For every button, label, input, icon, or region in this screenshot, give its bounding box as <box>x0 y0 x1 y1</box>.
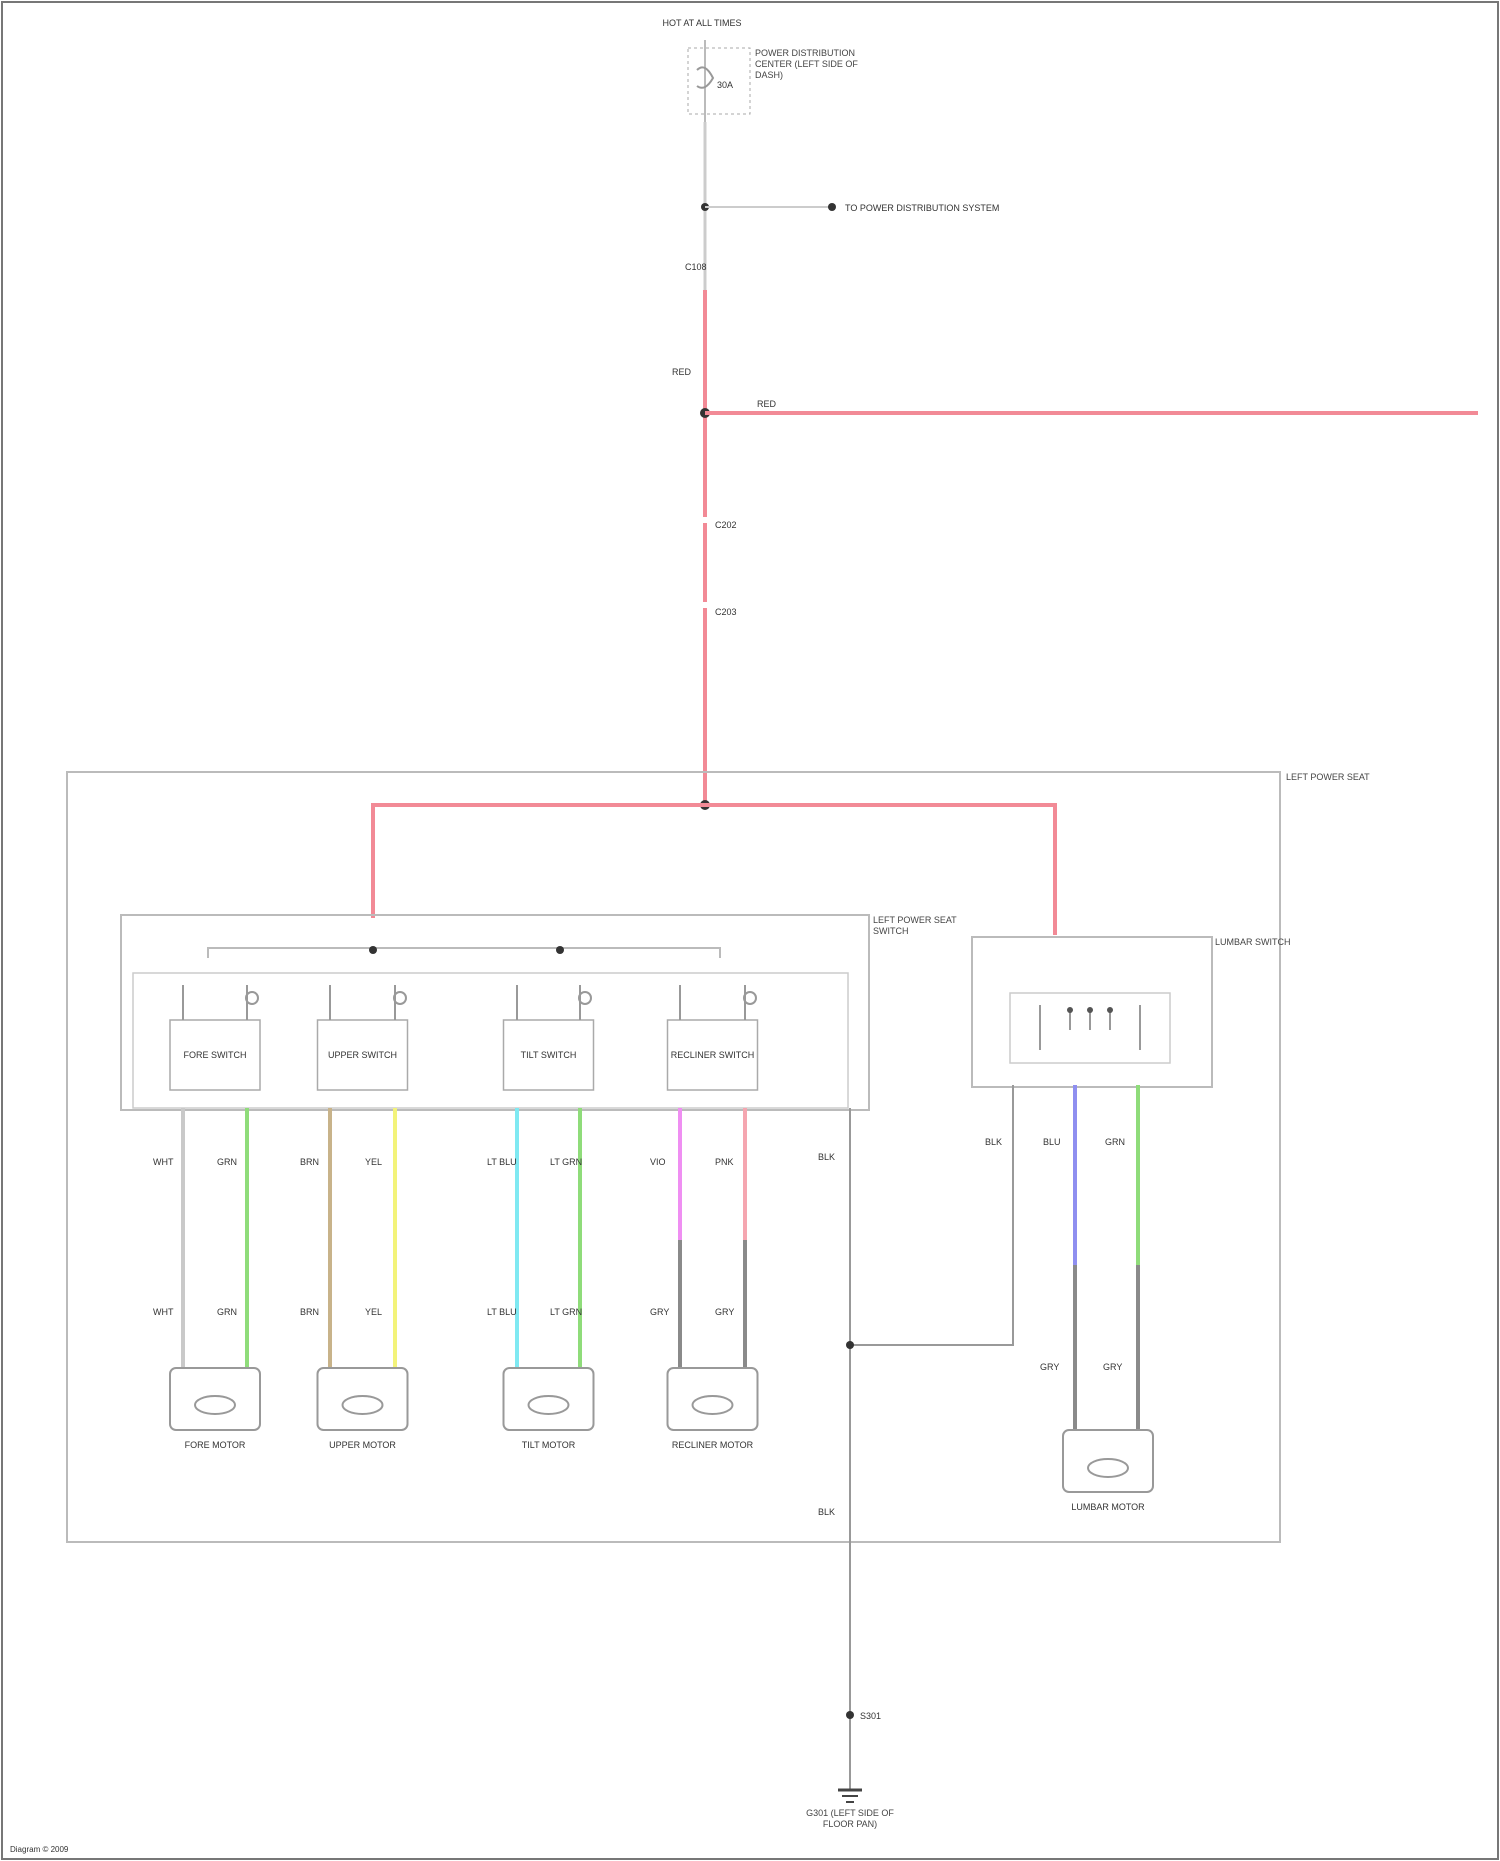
seat-motor-label: TILT MOTOR <box>522 1440 576 1450</box>
lumbar-motor <box>1063 1430 1153 1492</box>
seat-switch-caption-wrap: LEFT POWER SEAT SWITCH <box>873 915 973 975</box>
fuse-section: HOT AT ALL TIMES 30A POWER DISTRIBUTION … <box>662 18 885 122</box>
connector-a-label: C108 <box>685 262 707 272</box>
lumbar-ground-wire <box>850 1085 1013 1345</box>
switch-wire-a-label: LT BLU <box>487 1157 517 1167</box>
red-branch-label: RED <box>757 399 777 409</box>
switch-bus-splice-2 <box>556 946 564 954</box>
ground-symbol <box>838 1790 862 1802</box>
feed-to-label: TO POWER DISTRIBUTION SYSTEM <box>845 203 999 213</box>
lumbar-motor-label: LUMBAR MOTOR <box>1071 1502 1145 1512</box>
connector-b-label: C202 <box>715 520 737 530</box>
fuse-caption: HOT AT ALL TIMES <box>662 18 741 28</box>
ground-caption: G301 (LEFT SIDE OF FLOOR PAN) <box>790 1808 910 1830</box>
seat-motor-label: UPPER MOTOR <box>329 1440 396 1450</box>
lumbar-contacts <box>1040 1005 1140 1050</box>
seat-switch-caption: LEFT POWER SEAT SWITCH <box>873 915 973 937</box>
motor-wire-b-label: LT GRN <box>550 1307 582 1317</box>
switch-label: FORE SWITCH <box>184 1050 247 1060</box>
seat-motor-label: RECLINER MOTOR <box>672 1440 754 1450</box>
red-feed-label: RED <box>672 367 692 377</box>
seat-caption-wrap: LEFT POWER SEAT <box>1286 772 1376 822</box>
motor-wire-a-label: LT BLU <box>487 1307 517 1317</box>
switch-bus-splice-1 <box>369 946 377 954</box>
switch-wire-a-label: BRN <box>300 1157 319 1167</box>
switch-wire-b-label: YEL <box>365 1157 382 1167</box>
switch-wire-b-label: LT GRN <box>550 1157 582 1167</box>
connector-c-label: C203 <box>715 607 737 617</box>
lumbar-motor-wire-b-label: GRY <box>1103 1362 1122 1372</box>
seat-motor <box>170 1368 260 1430</box>
ground-caption-wrap: G301 (LEFT SIDE OF FLOOR PAN) <box>790 1808 910 1848</box>
fuse-box-caption: POWER DISTRIBUTION CENTER (LEFT SIDE OF … <box>755 48 885 81</box>
switch-wire-a-label: VIO <box>650 1157 666 1167</box>
lumbar-motor-wire-a-label: GRY <box>1040 1362 1059 1372</box>
motor-wire-a-label: BRN <box>300 1307 319 1317</box>
lumbar-wire-b-label: GRN <box>1105 1137 1125 1147</box>
switch-common-bus <box>208 948 720 958</box>
ground-wire-label-1: BLK <box>818 1152 835 1162</box>
switch-wire-b-label: GRN <box>217 1157 237 1167</box>
motor-wire-a-label: GRY <box>650 1307 669 1317</box>
switch-label: TILT SWITCH <box>521 1050 577 1060</box>
lumbar-switch-caption-wrap: LUMBAR SWITCH <box>1215 937 1295 977</box>
seat-caption: LEFT POWER SEAT <box>1286 772 1376 783</box>
seat-motor <box>668 1368 758 1430</box>
motor-wire-a-label: WHT <box>153 1307 174 1317</box>
ground-junction <box>846 1341 854 1349</box>
lumbar-ground-label: BLK <box>985 1137 1002 1147</box>
fuse-id: 30A <box>717 80 733 90</box>
footer-text: Diagram © 2009 <box>10 1845 69 1854</box>
motor-wire-b-label: GRY <box>715 1307 734 1317</box>
switch-wire-b-label: PNK <box>715 1157 734 1167</box>
lumbar-switch-caption: LUMBAR SWITCH <box>1215 937 1295 948</box>
ground-splice-label: S301 <box>860 1711 881 1721</box>
fuse-box-caption-wrap: POWER DISTRIBUTION CENTER (LEFT SIDE OF … <box>755 48 885 104</box>
switch-wire-a-label: WHT <box>153 1157 174 1167</box>
seat-motor-label: FORE MOTOR <box>185 1440 246 1450</box>
motor-wire-b-label: YEL <box>365 1307 382 1317</box>
lumbar-wire-a-label: BLU <box>1043 1137 1061 1147</box>
feed-branch-dot <box>828 203 836 211</box>
motor-wire-b-label: GRN <box>217 1307 237 1317</box>
seat-motor <box>504 1368 594 1430</box>
seat-motor <box>318 1368 408 1430</box>
ground-splice-dot <box>846 1711 854 1719</box>
switch-label: RECLINER SWITCH <box>671 1050 755 1060</box>
switch-channels: FORE SWITCH WHT GRN WHT GRN FORE MOTOR UPPER S… <box>153 985 758 1450</box>
ground-wire-label-2: BLK <box>818 1507 835 1517</box>
switch-label: UPPER SWITCH <box>328 1050 397 1060</box>
